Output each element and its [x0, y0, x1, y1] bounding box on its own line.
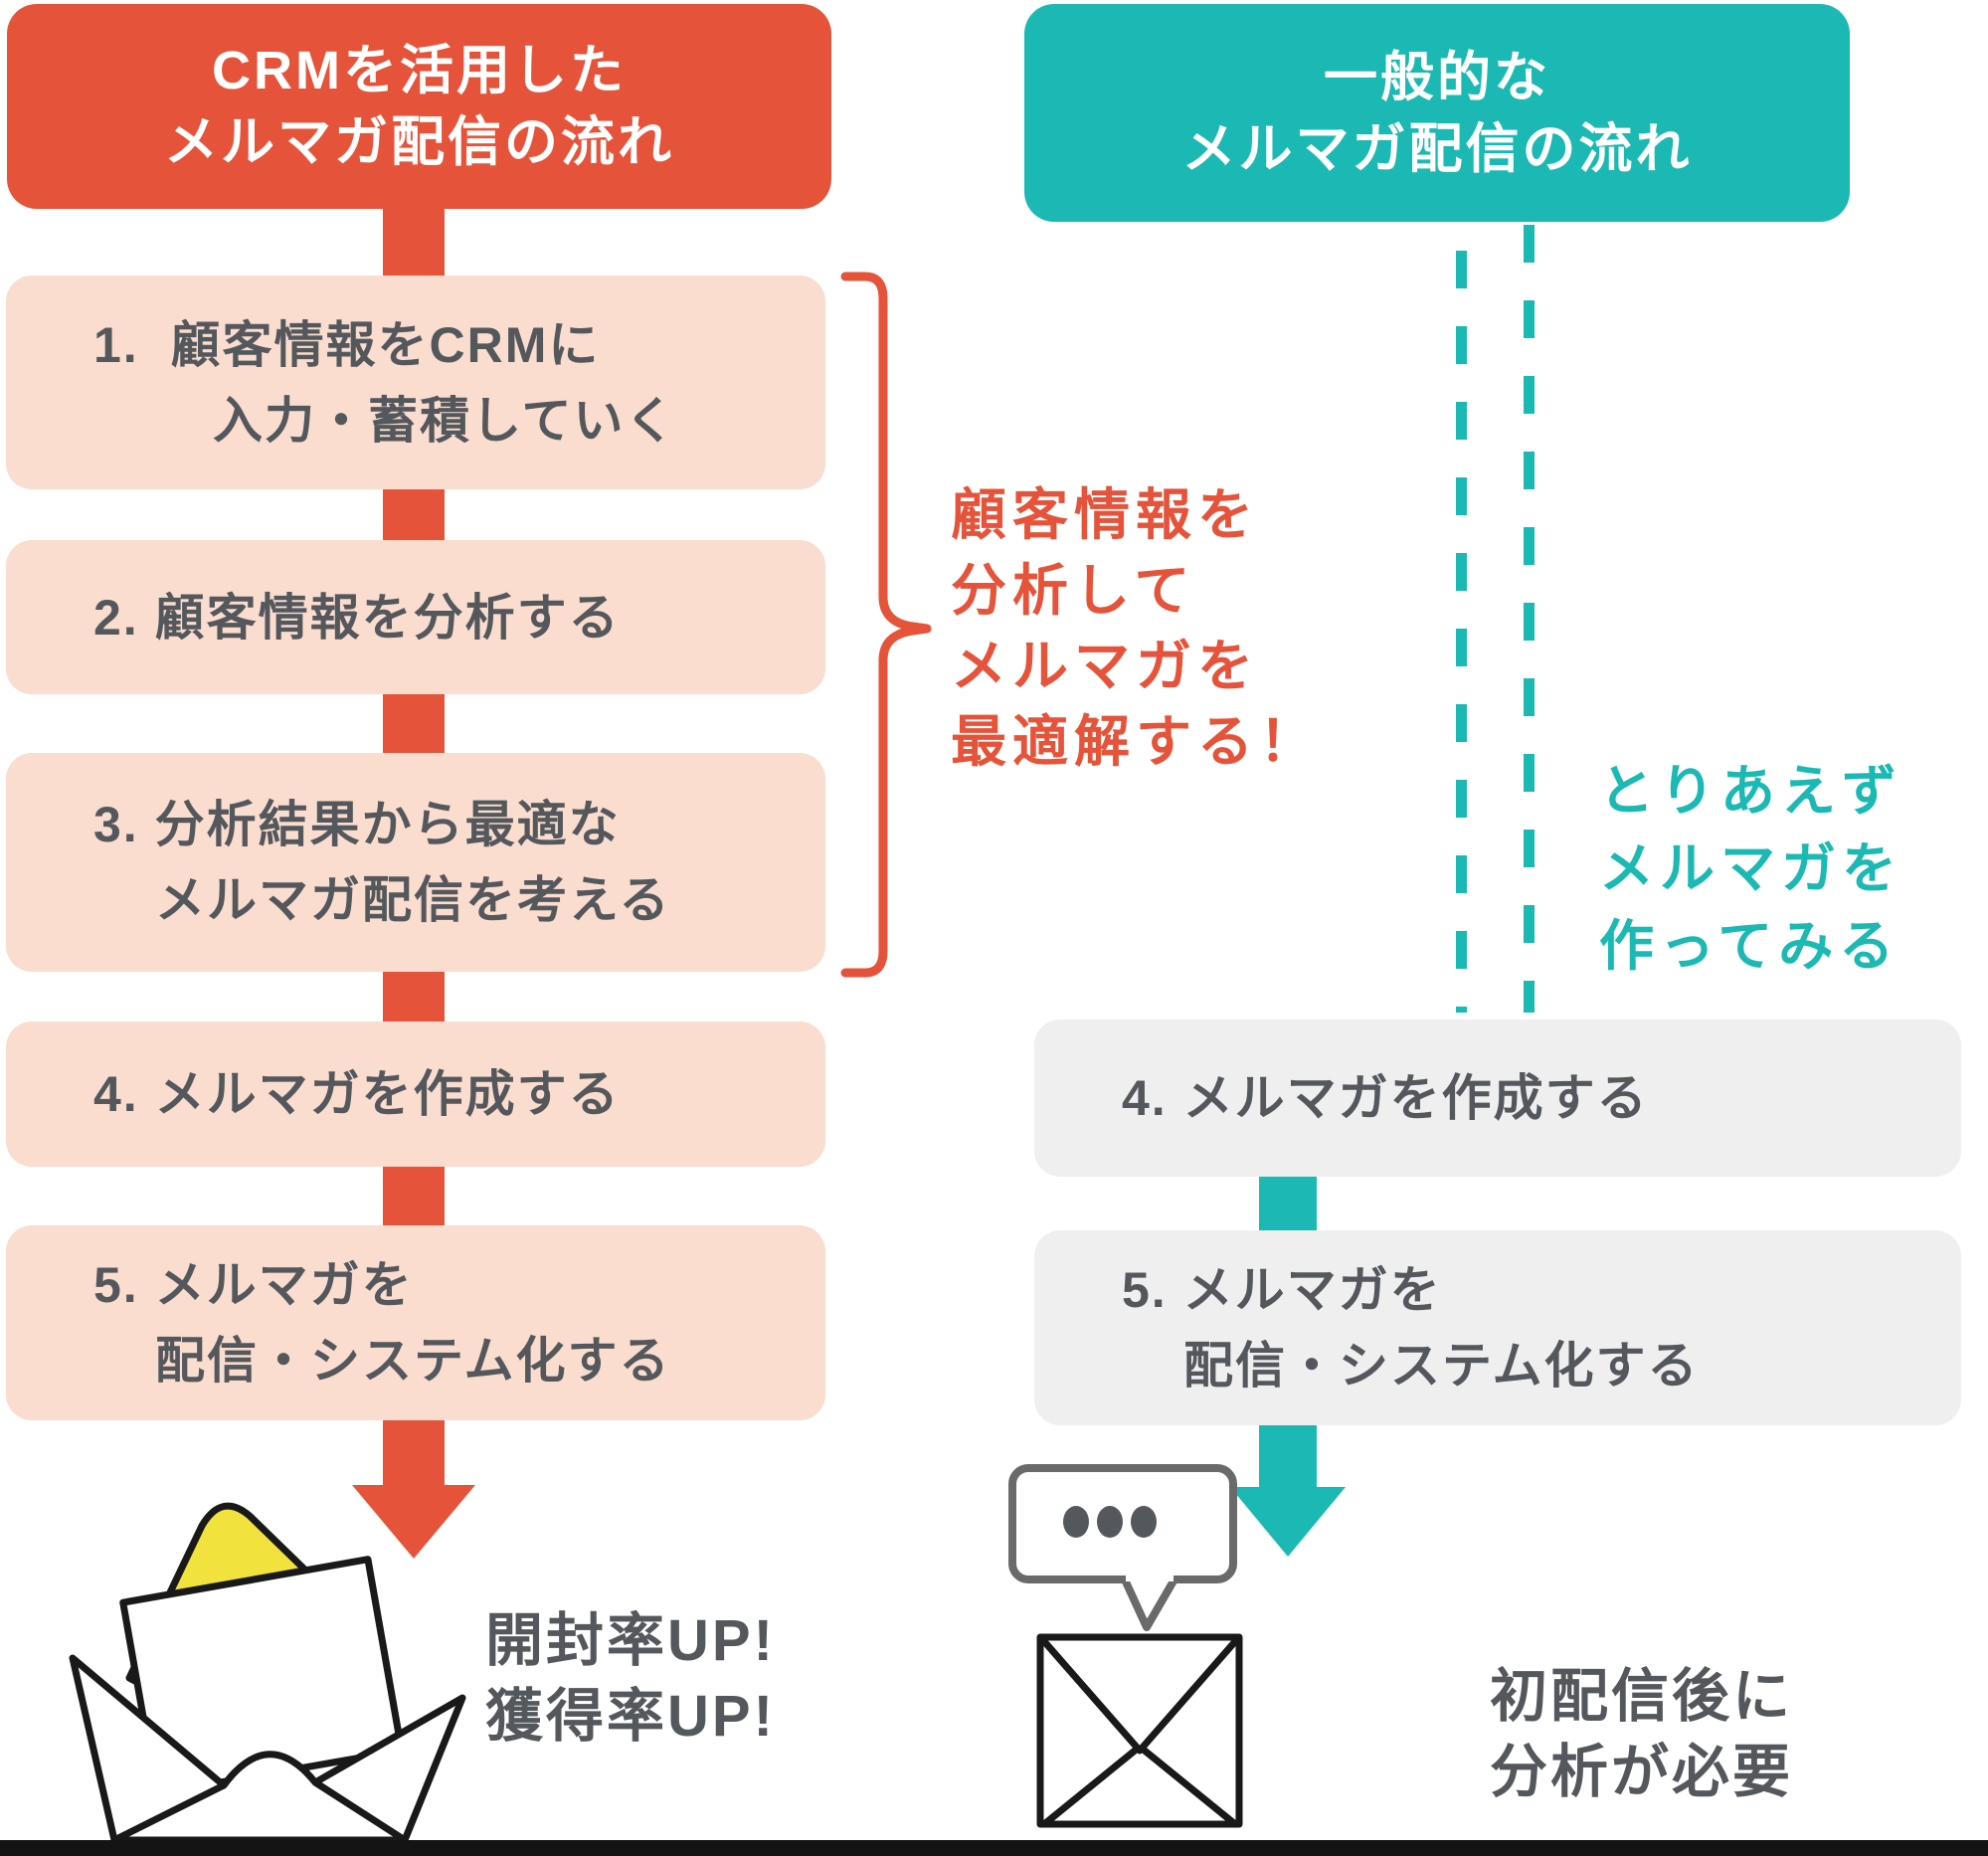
left-down-arrow-icon: [352, 1485, 475, 1559]
skipped-steps-dashed-line-right: [1524, 225, 1535, 1013]
left-result-line1: 開封率UP!: [485, 1608, 776, 1673]
left-flow-header: CRMを活用した メルマガ配信の流れ: [7, 4, 831, 209]
left-step-4: 4. メルマガを作成する: [6, 1021, 825, 1167]
left-step-5: 5. メルマガを 配信・システム化する: [6, 1225, 825, 1420]
right-result-line2: 分析が必要: [1490, 1740, 1794, 1804]
left-flow-title-line1: CRMを活用した: [212, 41, 627, 100]
bottom-edge-bar: [0, 1840, 1988, 1856]
left-annotation-line3: メルマガを: [951, 635, 1259, 697]
left-step-2-line1: 2. 顧客情報を分析する: [93, 589, 621, 646]
open-envelope-icon: [69, 1502, 466, 1842]
right-step-4-line1: 4. メルマガを作成する: [1122, 1070, 1649, 1126]
right-step-5-line1: 5. メルマガを: [1122, 1262, 1442, 1318]
left-step-5-line1: 5. メルマガを: [93, 1257, 414, 1313]
right-step-4: 4. メルマガを作成する: [1034, 1020, 1961, 1177]
right-down-arrow-icon: [1230, 1487, 1346, 1557]
right-annotation-line2: メルマガを: [1599, 837, 1903, 899]
left-step-5-line2: 配信・システム化する: [155, 1333, 671, 1389]
right-result-line1: 初配信後に: [1490, 1664, 1794, 1729]
left-step-3-line1: 3. 分析結果から最適な: [93, 797, 621, 852]
left-annotation-line1: 顧客情報を: [951, 483, 1259, 546]
left-annotation-line2: 分析して: [951, 559, 1196, 622]
left-result-line2: 獲得率UP!: [485, 1684, 776, 1749]
left-result-text: 開封率UP! 獲得率UP!: [485, 1603, 776, 1755]
left-step-1: 1. 顧客情報をCRMに 入力・蓄積していく: [6, 276, 825, 489]
right-annotation: とりあえず メルマガを 作ってみる: [1599, 752, 1902, 985]
right-annotation-line3: 作ってみる: [1599, 915, 1900, 977]
left-step-4-line1: 4. メルマガを作成する: [93, 1066, 621, 1122]
right-flow-header: 一般的な メルマガ配信の流れ: [1024, 4, 1850, 222]
left-step-2: 2. 顧客情報を分析する: [6, 540, 825, 694]
left-annotation: 顧客情報を 分析して メルマガを 最適解する！: [951, 477, 1321, 780]
skipped-steps-dashed-line-left: [1456, 251, 1467, 1013]
curly-bracket-icon: [840, 272, 932, 978]
right-step-5: 5. メルマガを 配信・システム化する: [1034, 1230, 1961, 1425]
speech-bubble-ellipsis-icon: [1008, 1464, 1237, 1631]
left-step-3: 3. 分析結果から最適な メルマガ配信を考える: [6, 753, 825, 972]
left-step-1-line2: 入力・蓄積していく: [213, 392, 677, 449]
left-flow-title-line2: メルマガ配信の流れ: [164, 112, 674, 172]
right-step-5-line2: 配信・システム化する: [1183, 1338, 1700, 1393]
right-flow-title-line2: メルマガ配信の流れ: [1181, 118, 1693, 179]
right-result-text: 初配信後に 分析が必要: [1490, 1659, 1793, 1810]
right-annotation-line1: とりあえず: [1599, 760, 1903, 822]
right-flow-title-line1: 一般的な: [1324, 47, 1550, 107]
closed-envelope-icon: [1036, 1633, 1243, 1828]
left-annotation-line4: 最適解する！: [951, 710, 1321, 773]
left-step-1-line1: 1. 顧客情報をCRMに: [93, 316, 601, 373]
left-step-3-line2: メルマガ配信を考える: [155, 872, 671, 928]
